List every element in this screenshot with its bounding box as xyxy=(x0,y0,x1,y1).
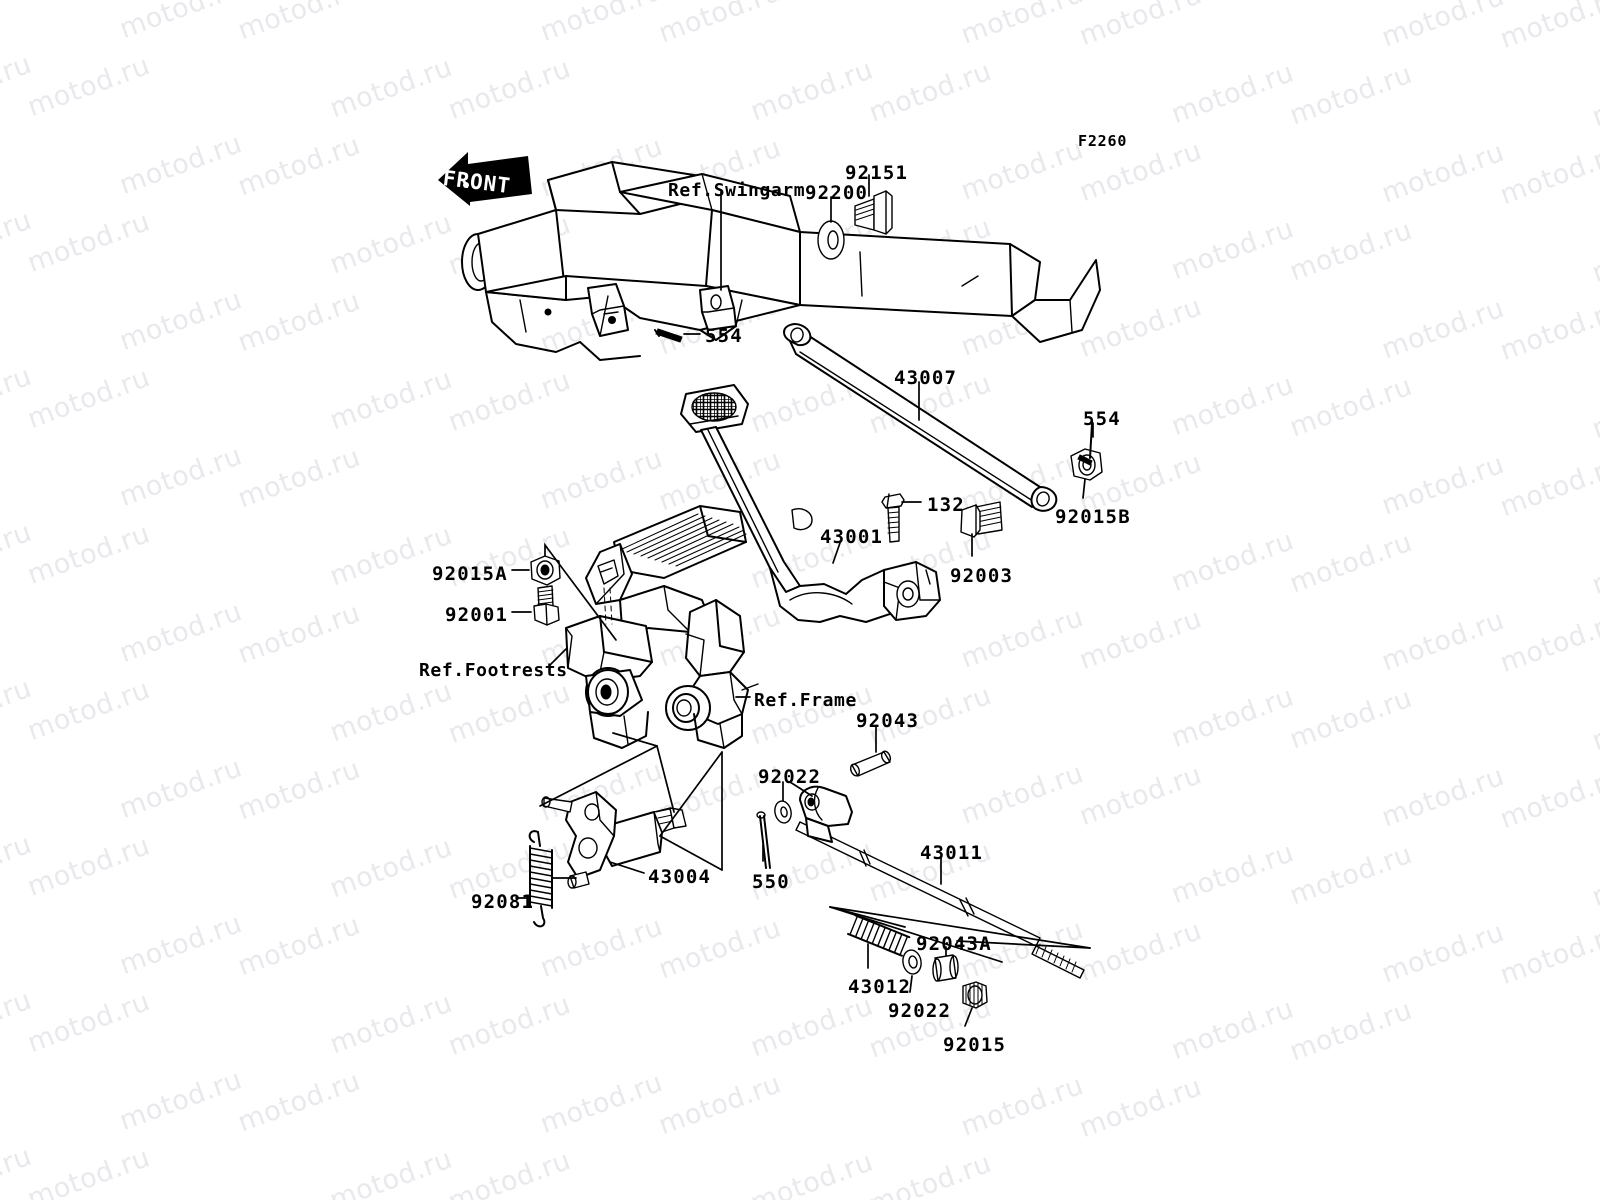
part-92151-bolt xyxy=(854,190,893,235)
part-92003-bolt xyxy=(960,501,1003,538)
part-92022-washer-lower xyxy=(902,949,922,975)
callout-ref-footrests[interactable]: Ref.Footrests xyxy=(419,660,568,681)
part-132-bolt xyxy=(881,493,905,543)
part-92043-pin xyxy=(849,750,892,777)
swingarm-assembly xyxy=(461,161,1101,361)
rod-clevis xyxy=(799,785,853,843)
part-43012-spring xyxy=(847,914,911,957)
part-92081-spring xyxy=(528,830,553,928)
part-43001-brake-pedal xyxy=(680,384,941,623)
callout-92022-lower[interactable]: 92022 xyxy=(888,1000,952,1022)
part-92001-bolt xyxy=(533,585,560,626)
part-92022-washer-upper xyxy=(774,800,792,824)
part-92015-nut xyxy=(962,981,988,1009)
callout-132[interactable]: 132 xyxy=(927,494,965,516)
callout-92022-upper[interactable]: 92022 xyxy=(758,766,822,788)
part-554-pin-right xyxy=(1077,423,1093,466)
callout-92015B[interactable]: 92015B xyxy=(1055,506,1131,528)
callout-550[interactable]: 550 xyxy=(752,871,790,893)
part-92015B-nut xyxy=(1070,448,1103,481)
callout-ref-swingarm[interactable]: Ref.Swingarm xyxy=(668,180,806,201)
callout-554-right[interactable]: 554 xyxy=(1083,408,1121,430)
callout-92001[interactable]: 92001 xyxy=(445,604,509,626)
part-92200-washer xyxy=(817,220,845,260)
diagram-code: F2260 xyxy=(1078,132,1128,150)
leader-lines xyxy=(511,174,1094,1027)
callout-92081[interactable]: 92081 xyxy=(471,891,535,913)
footrest-assembly xyxy=(565,505,747,749)
part-43004-cam-lever xyxy=(541,791,687,889)
part-554-pin-upper xyxy=(654,328,683,343)
callout-43007[interactable]: 43007 xyxy=(894,367,958,389)
front-direction-marker: FRONT xyxy=(432,144,536,214)
part-43007-torque-link xyxy=(783,323,1058,512)
callout-92151[interactable]: 92151 xyxy=(845,162,909,184)
callout-ref-frame[interactable]: Ref.Frame xyxy=(754,690,857,711)
callout-92015A[interactable]: 92015A xyxy=(432,563,508,585)
callout-43001[interactable]: 43001 xyxy=(820,526,884,548)
callout-92015[interactable]: 92015 xyxy=(943,1034,1007,1056)
callout-43012[interactable]: 43012 xyxy=(848,976,912,998)
callout-92043A[interactable]: 92043A xyxy=(916,933,992,955)
callout-43011[interactable]: 43011 xyxy=(920,842,984,864)
part-92043A-pin xyxy=(932,954,959,982)
callout-92043[interactable]: 92043 xyxy=(856,710,920,732)
frame-bracket xyxy=(665,599,759,749)
part-550-pin xyxy=(756,811,771,869)
callout-554-upper[interactable]: 554 xyxy=(705,325,743,347)
callout-92200[interactable]: 92200 xyxy=(805,182,869,204)
callout-43004[interactable]: 43004 xyxy=(648,866,712,888)
callout-92003[interactable]: 92003 xyxy=(950,565,1014,587)
